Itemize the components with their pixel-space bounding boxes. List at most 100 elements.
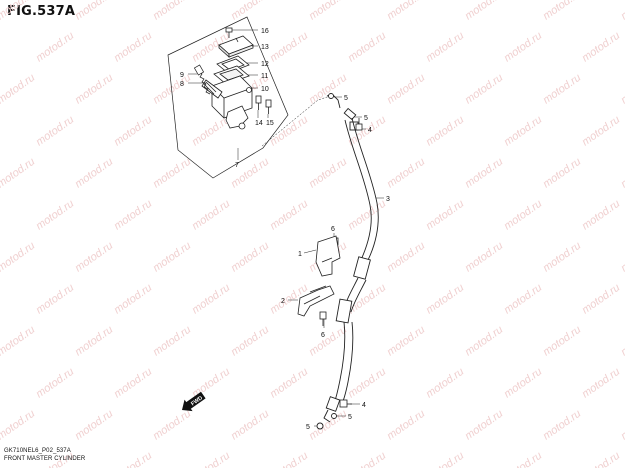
watermark-text: motod.ru — [619, 240, 625, 275]
watermark-text: motod.ru — [151, 240, 193, 275]
callout-6-top: 6 — [331, 226, 335, 233]
callout-5-bottom-right: 5 — [348, 414, 352, 421]
watermark-text: motod.ru — [112, 450, 154, 468]
callout-7: 7 — [235, 162, 239, 169]
watermark-text: motod.ru — [268, 450, 310, 468]
watermark-text: motod.ru — [0, 0, 37, 22]
callout-4-bottom: 4 — [362, 402, 366, 409]
watermark-text: motod.ru — [151, 72, 193, 107]
callout-5-bottom-left: 5 — [306, 424, 310, 431]
figure-title: FIG.537A — [7, 4, 76, 19]
watermark-text: motod.ru — [190, 450, 232, 468]
watermark-text: motod.ru — [307, 72, 349, 107]
watermark-text: motod.ru — [463, 72, 505, 107]
watermark-text: motod.ru — [463, 324, 505, 359]
watermark-text: motod.ru — [385, 156, 427, 191]
watermark-text: motod.ru — [34, 114, 76, 149]
watermark-text: motod.ru — [307, 0, 349, 22]
watermark-text: motod.ru — [268, 114, 310, 149]
piston-spring — [193, 64, 211, 95]
watermark-text: motod.ru — [385, 324, 427, 359]
watermark-text: motod.ru — [619, 72, 625, 107]
watermark-text: motod.ru — [463, 156, 505, 191]
drawing-code: GK710NEL6_P02_537A — [4, 448, 71, 454]
callout-5-top: 5 — [344, 95, 348, 102]
watermark-text: motod.ru — [541, 72, 583, 107]
watermark-text: motod.ru — [307, 324, 349, 359]
watermark-text: motod.ru — [229, 324, 271, 359]
watermark-text: motod.ru — [268, 30, 310, 65]
watermark-text: motod.ru — [73, 72, 115, 107]
watermark-text: motod.ru — [346, 366, 388, 401]
reservoir-cap — [218, 35, 254, 58]
watermark-text: motod.ru — [34, 198, 76, 233]
watermark-text: motod.ru — [307, 156, 349, 191]
watermark-text: motod.ru — [346, 450, 388, 468]
watermark-text: motod.ru — [502, 114, 544, 149]
watermark-text: motod.ru — [112, 282, 154, 317]
watermark-text: motod.ru — [268, 198, 310, 233]
diaphragm-plate — [216, 55, 250, 74]
watermark-text: motod.ru — [346, 198, 388, 233]
assembly-outline — [167, 16, 289, 179]
watermark-text: motod.ru — [190, 198, 232, 233]
watermark-text: motod.ru — [112, 114, 154, 149]
callout-12: 12 — [261, 61, 269, 68]
watermark-text: motod.ru — [502, 30, 544, 65]
watermark-text: motod.ru — [541, 240, 583, 275]
master-cylinder-body — [201, 75, 253, 130]
watermark-text: motod.ru — [34, 366, 76, 401]
watermark-text: motod.ru — [229, 0, 271, 22]
watermark-text: motod.ru — [0, 324, 37, 359]
watermark-text: motod.ru — [190, 282, 232, 317]
callout-13: 13 — [261, 44, 269, 51]
watermark-text: motod.ru — [541, 156, 583, 191]
watermark-text: motod.ru — [73, 240, 115, 275]
watermark-text: motod.ru — [151, 408, 193, 443]
watermark-text: motod.ru — [34, 282, 76, 317]
watermark-text: motod.ru — [151, 156, 193, 191]
watermark-text: motod.ru — [502, 198, 544, 233]
callout-6-bottom: 6 — [321, 332, 325, 339]
watermark-text: motod.ru — [424, 198, 466, 233]
watermark-text: motod.ru — [619, 156, 625, 191]
watermark-text: motod.ru — [385, 240, 427, 275]
watermark-text: motod.ru — [463, 408, 505, 443]
watermark-text: motod.ru — [424, 114, 466, 149]
watermark-text: motod.ru — [541, 0, 583, 22]
watermark-text: motod.ru — [424, 30, 466, 65]
watermark-text: motod.ru — [424, 450, 466, 468]
watermark-text: motod.ru — [502, 282, 544, 317]
watermark-text: motod.ru — [346, 30, 388, 65]
watermark-text: motod.ru — [385, 72, 427, 107]
watermark-text: motod.ru — [346, 282, 388, 317]
watermark-text: motod.ru — [619, 0, 625, 22]
callout-16: 16 — [261, 28, 269, 35]
watermark-text: motod.ru — [73, 324, 115, 359]
watermark-text: motod.ru — [463, 240, 505, 275]
watermark-text: motod.ru — [541, 324, 583, 359]
watermark-text: motod.ru — [151, 0, 193, 22]
watermark-text: motod.ru — [619, 408, 625, 443]
callout-8: 8 — [180, 81, 184, 88]
watermark-text: motod.ru — [307, 408, 349, 443]
watermark-text: motod.ru — [385, 0, 427, 22]
callout-5-second: 5 — [364, 115, 368, 122]
watermark-text: motod.ru — [502, 450, 544, 468]
watermark-text: motod.ru — [463, 0, 505, 22]
watermark-text: motod.ru — [73, 408, 115, 443]
callout-4-top: 4 — [368, 127, 372, 134]
watermark-text: motod.ru — [619, 324, 625, 359]
watermark-text: motod.ru — [112, 198, 154, 233]
watermark-text: motod.ru — [0, 72, 37, 107]
watermark-text: motod.ru — [151, 324, 193, 359]
watermark-text: motod.ru — [424, 366, 466, 401]
callout-2: 2 — [281, 298, 285, 305]
watermark-text: motod.ru — [0, 156, 37, 191]
watermark-text: motod.ru — [580, 450, 622, 468]
watermark-text: motod.ru — [385, 408, 427, 443]
watermark-text: motod.ru — [73, 0, 115, 22]
